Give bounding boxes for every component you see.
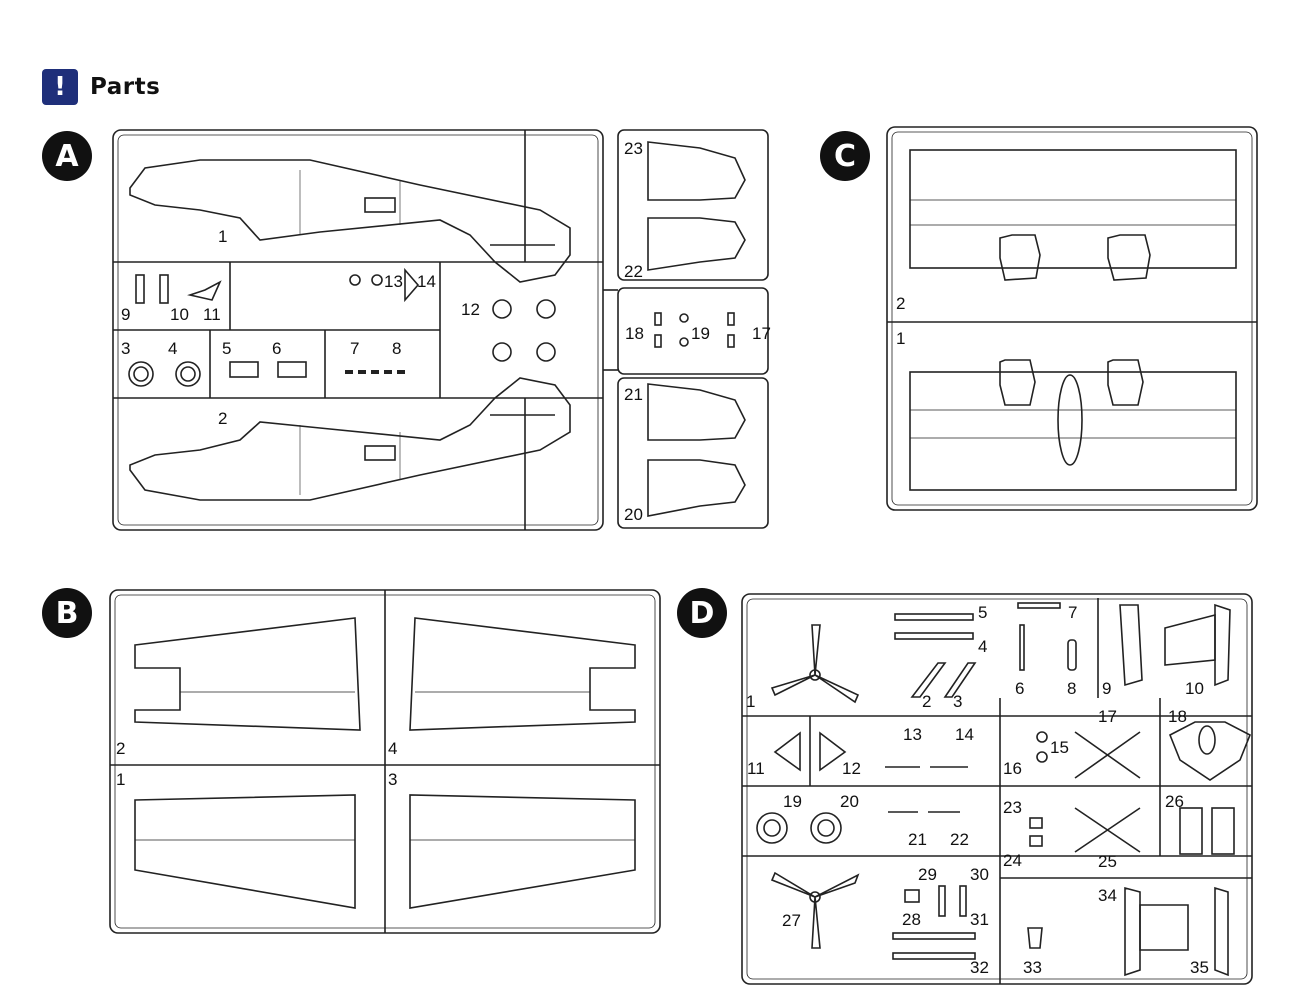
d-label-5: 5 — [978, 603, 987, 622]
b-label-2: 2 — [116, 739, 125, 758]
a-label-21: 21 — [624, 385, 643, 404]
warning-icon: ! — [42, 69, 78, 105]
d-label-11: 11 — [747, 759, 765, 778]
sprue-a-small-parts — [128, 267, 556, 387]
sprue-a-frame — [112, 129, 769, 531]
d-label-6: 6 — [1015, 679, 1024, 698]
d-label-28: 28 — [902, 910, 921, 929]
a-label-17: 17 — [752, 324, 771, 343]
a-label-6: 6 — [272, 339, 281, 358]
a-label-23: 23 — [624, 139, 643, 158]
c-label-2: 2 — [896, 294, 905, 313]
d-label-25: 25 — [1098, 852, 1117, 871]
d-label-33: 33 — [1023, 958, 1042, 977]
a-label-2: 2 — [218, 409, 227, 428]
d-label-22: 22 — [950, 830, 969, 849]
d-label-34: 34 — [1098, 886, 1117, 905]
a-label-3: 3 — [121, 339, 130, 358]
sprue-a-tail-parts — [647, 141, 746, 517]
d-label-18: 18 — [1168, 707, 1187, 726]
part-labels: 1 2 3 4 5 6 7 8 9 10 11 12 13 14 17 18 1… — [116, 139, 1209, 977]
a-label-11: 11 — [203, 305, 221, 324]
a-label-19: 19 — [691, 324, 710, 343]
a-label-14: 14 — [417, 272, 436, 291]
b-label-3: 3 — [388, 770, 397, 789]
sprue-b-part-3 — [409, 794, 636, 909]
a-label-8: 8 — [392, 339, 401, 358]
b-label-1: 1 — [116, 770, 125, 789]
sprue-c-badge: C — [820, 131, 870, 181]
sprue-a-part-1 — [129, 159, 571, 283]
d-label-16: 16 — [1003, 759, 1022, 778]
a-label-5: 5 — [222, 339, 231, 358]
d-label-26: 26 — [1165, 792, 1184, 811]
b-label-4: 4 — [388, 739, 397, 758]
a-label-20: 20 — [624, 505, 643, 524]
d-label-13: 13 — [903, 725, 922, 744]
a-label-12: 12 — [461, 300, 480, 319]
d-label-27: 27 — [782, 911, 801, 930]
sprue-b-part-4 — [409, 617, 636, 731]
a-label-10: 10 — [170, 305, 189, 324]
section-title: Parts — [90, 74, 161, 100]
a-label-22: 22 — [624, 262, 643, 281]
d-label-20: 20 — [840, 792, 859, 811]
d-label-15: 15 — [1050, 738, 1069, 757]
d-label-1: 1 — [746, 692, 755, 711]
c-label-1: 1 — [896, 329, 905, 348]
d-label-12: 12 — [842, 759, 861, 778]
sprue-b-part-1 — [134, 794, 356, 909]
d-label-21: 21 — [908, 830, 927, 849]
d-label-30: 30 — [970, 865, 989, 884]
d-label-29: 29 — [918, 865, 937, 884]
d-label-4: 4 — [978, 637, 987, 656]
d-label-10: 10 — [1185, 679, 1204, 698]
sprue-d-small-parts — [756, 602, 1252, 977]
d-label-35: 35 — [1190, 958, 1209, 977]
a-label-18: 18 — [625, 324, 644, 343]
d-label-3: 3 — [953, 692, 962, 711]
a-label-4: 4 — [168, 339, 177, 358]
sprue-d-badge: D — [677, 588, 727, 638]
d-label-9: 9 — [1102, 679, 1111, 698]
sprue-b-frame — [109, 589, 661, 934]
sprue-b-part-2 — [134, 617, 361, 731]
sprue-b-badge: B — [42, 588, 92, 638]
sprue-c-part-2 — [909, 149, 1237, 281]
d-label-24: 24 — [1003, 851, 1022, 870]
a-label-7: 7 — [350, 339, 359, 358]
d-label-17: 17 — [1098, 707, 1117, 726]
d-label-23: 23 — [1003, 798, 1022, 817]
sprue-a-part-2 — [129, 377, 571, 501]
d-label-7: 7 — [1068, 603, 1077, 622]
section-header: ! Parts — [42, 68, 160, 106]
d-label-32: 32 — [970, 958, 989, 977]
d-label-31: 31 — [970, 910, 989, 929]
a-label-13: 13 — [384, 272, 403, 291]
sprue-c-frame — [886, 126, 1258, 511]
d-label-8: 8 — [1067, 679, 1076, 698]
sprue-d-frame — [741, 593, 1253, 985]
sprue-d-propellers — [770, 624, 860, 949]
d-label-2: 2 — [922, 692, 931, 711]
sprue-a-badge: A — [42, 131, 92, 181]
sprue-c-part-1 — [909, 359, 1237, 491]
a-label-1: 1 — [218, 227, 227, 246]
d-label-19: 19 — [783, 792, 802, 811]
a-label-9: 9 — [121, 305, 130, 324]
d-label-14: 14 — [955, 725, 974, 744]
